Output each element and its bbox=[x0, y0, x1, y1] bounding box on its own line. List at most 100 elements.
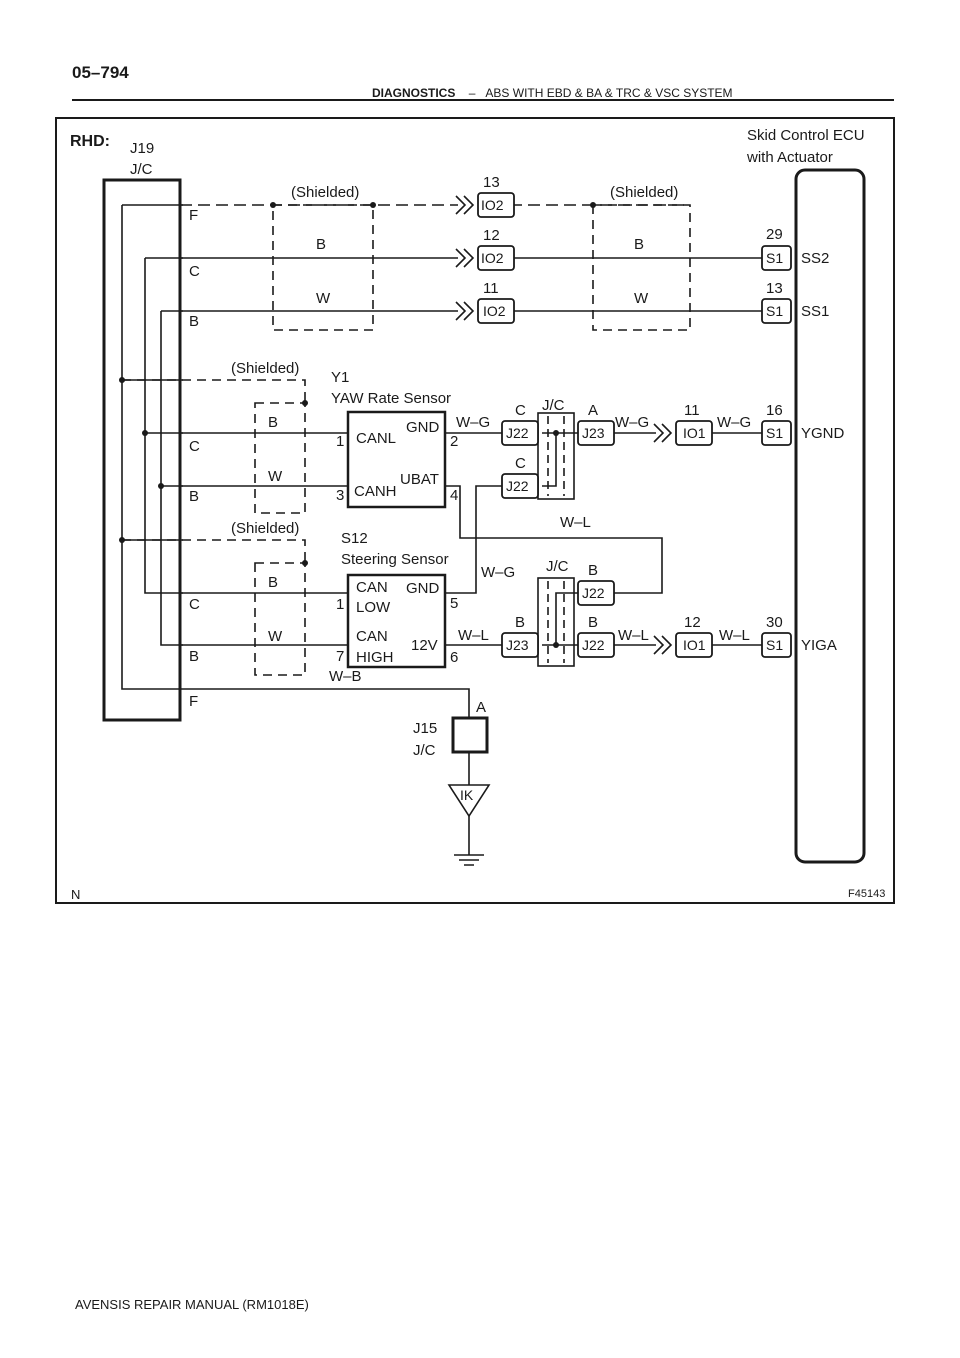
wire-color-wl-steer: W–L bbox=[458, 627, 489, 644]
wire-color-wb: W–B bbox=[329, 668, 362, 685]
splice-dot bbox=[158, 483, 164, 489]
wire-color-w-right: W bbox=[634, 290, 649, 307]
ecu-pin-name-ss1: SS1 bbox=[801, 303, 829, 320]
ecu-pin-num-13: 13 bbox=[766, 280, 783, 297]
steer-shield-b: B bbox=[268, 574, 278, 591]
steer-12v: 12V bbox=[411, 637, 438, 654]
yaw-canl: CANL bbox=[356, 430, 396, 447]
ground-triangle bbox=[447, 784, 491, 818]
wire-color-wl-ecu: W–L bbox=[719, 627, 750, 644]
j22-4-label: J22 bbox=[582, 637, 605, 653]
wire-color-b-right: B bbox=[634, 236, 644, 253]
ground-symbol bbox=[454, 854, 484, 866]
ecu-pin-num-16: 16 bbox=[766, 402, 783, 419]
shield-box-right bbox=[592, 204, 691, 331]
shield-steer-box bbox=[254, 562, 306, 676]
jc-lower-box bbox=[537, 577, 575, 667]
j19-pin-c3: C bbox=[189, 596, 200, 613]
io2-conn-11: IO2 bbox=[483, 303, 506, 319]
ecu-pin-conn-30: S1 bbox=[766, 637, 783, 653]
ecu-pin-name-ygnd: YGND bbox=[801, 425, 845, 442]
splice-dot bbox=[590, 202, 596, 208]
io2-chevron-11 bbox=[455, 301, 475, 321]
j22-1-label: J22 bbox=[506, 425, 529, 441]
steer-can-low-1: CAN bbox=[356, 579, 388, 596]
io1-box-12 bbox=[675, 632, 713, 658]
io2-conn-13: IO2 bbox=[481, 197, 504, 213]
splice-dot bbox=[119, 377, 125, 383]
steer-shield-w: W bbox=[268, 628, 283, 645]
j22-1-letter: C bbox=[515, 402, 526, 419]
ecu-pin-num-30: 30 bbox=[766, 614, 783, 631]
wire-ground bbox=[183, 688, 470, 855]
j19-pin-b3: B bbox=[189, 648, 199, 665]
corner-mark: N bbox=[71, 887, 80, 902]
io2-box-13 bbox=[477, 192, 515, 218]
splice-dot bbox=[142, 430, 148, 436]
figure-id: F45143 bbox=[848, 888, 885, 900]
ecu-pin-conn-29: S1 bbox=[766, 250, 783, 266]
j19-box bbox=[102, 178, 182, 722]
splice-dot bbox=[553, 430, 559, 436]
io1-num-11: 11 bbox=[684, 402, 700, 419]
shielded-label-yaw: (Shielded) bbox=[231, 360, 299, 377]
j23-box-1 bbox=[577, 420, 615, 446]
steer-sensor-box bbox=[346, 573, 447, 669]
shield-yaw-line bbox=[122, 379, 306, 403]
jc-upper-label: J/C bbox=[542, 397, 565, 414]
j22-box-1 bbox=[501, 420, 539, 446]
wire-color-w-left: W bbox=[316, 290, 331, 307]
j23-1-letter: A bbox=[588, 402, 598, 419]
section-header: DIAGNOSTICS – ABS WITH EBD & BA & TRC & … bbox=[372, 86, 733, 100]
yaw-canh: CANH bbox=[354, 483, 397, 500]
yaw-gnd: GND bbox=[406, 419, 440, 436]
steer-pin-7: 7 bbox=[336, 648, 344, 665]
splice-dot bbox=[270, 202, 276, 208]
io2-conn-12: IO2 bbox=[481, 250, 504, 266]
ecu-s1-ygnd bbox=[761, 420, 792, 446]
j22-4-letter: B bbox=[588, 614, 598, 631]
j15-box bbox=[451, 716, 489, 754]
diagram-frame bbox=[55, 117, 895, 904]
wire-color-wg-yaw: W–G bbox=[456, 414, 490, 431]
io2-box-11 bbox=[477, 298, 515, 324]
yaw-shield-b: B bbox=[268, 414, 278, 431]
steer-id: S12 bbox=[341, 530, 368, 547]
j15-pin: A bbox=[476, 699, 486, 716]
splice-dot bbox=[302, 560, 308, 566]
io1-chevron-11 bbox=[653, 423, 673, 443]
steer-pin-6: 6 bbox=[450, 649, 458, 666]
io1-num-12: 12 bbox=[684, 614, 701, 631]
j22-2-letter: C bbox=[515, 455, 526, 472]
jc-upper-link bbox=[542, 432, 579, 487]
shield-steer-line bbox=[122, 539, 306, 563]
jc-upper-box bbox=[537, 412, 575, 500]
footer: AVENSIS REPAIR MANUAL (RM1018E) bbox=[75, 1297, 309, 1312]
j22-box-4 bbox=[577, 632, 615, 658]
j19-pin-f2: F bbox=[189, 693, 198, 710]
wire-color-wg-ecu: W–G bbox=[717, 414, 751, 431]
shielded-label-top-right: (Shielded) bbox=[610, 184, 678, 201]
section-title: DIAGNOSTICS bbox=[372, 86, 456, 100]
yaw-ubat: UBAT bbox=[400, 471, 439, 488]
ecu-s1-ss1 bbox=[761, 298, 792, 324]
j19-pin-f1: F bbox=[189, 207, 198, 224]
wire-color-wg-steer: W–G bbox=[481, 564, 515, 581]
wire-color-wg-jc: W–G bbox=[615, 414, 649, 431]
splice-dot bbox=[119, 537, 125, 543]
wire-yaw-ubat bbox=[445, 485, 663, 594]
j19-pin-b2: B bbox=[189, 488, 199, 505]
j19-bus-c bbox=[144, 258, 183, 594]
ecu-pin-conn-16: S1 bbox=[766, 425, 783, 441]
section-subtitle: ABS WITH EBD & BA & TRC & VSC SYSTEM bbox=[485, 86, 733, 100]
ecu-pin-name-yiga: YIGA bbox=[801, 637, 837, 654]
ecu-pin-num-29: 29 bbox=[766, 226, 783, 243]
ecu-title-1: Skid Control ECU bbox=[747, 127, 865, 144]
steer-name: Steering Sensor bbox=[341, 551, 449, 568]
steer-gnd: GND bbox=[406, 580, 440, 597]
yaw-pin-3: 3 bbox=[336, 487, 344, 504]
j23-2-label: J23 bbox=[506, 637, 529, 653]
j19-bus-f bbox=[121, 205, 183, 690]
io1-conn-11: IO1 bbox=[683, 425, 706, 441]
